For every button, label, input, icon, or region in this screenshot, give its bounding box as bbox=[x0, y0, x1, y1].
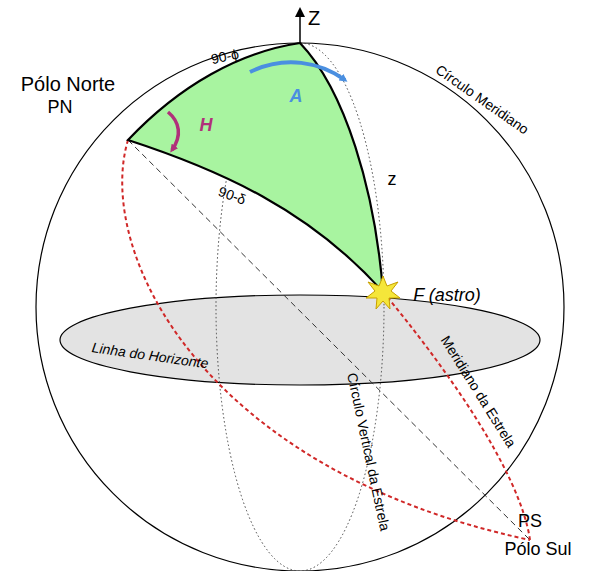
star-symbol bbox=[366, 276, 400, 309]
pole-name: Pólo Norte bbox=[21, 73, 116, 95]
star-meridian-front bbox=[383, 292, 530, 540]
pole-name: Pólo Sul bbox=[504, 540, 571, 560]
spherical-triangle bbox=[128, 43, 383, 292]
axis-label: Z bbox=[308, 7, 320, 29]
arc-label: 90-δ bbox=[216, 184, 248, 208]
arc-label: z bbox=[388, 170, 397, 190]
azimuth-arrow bbox=[250, 62, 345, 80]
angle-label: H bbox=[200, 116, 213, 136]
hour-angle-arrow bbox=[168, 112, 178, 150]
sphere-outline bbox=[36, 43, 564, 571]
star-label: F (astro) bbox=[413, 286, 481, 306]
zenith-arrow bbox=[299, 12, 301, 43]
pole-code: PS bbox=[518, 512, 542, 532]
circle-label: Círculo Meridiano bbox=[433, 62, 532, 138]
pole-code: PN bbox=[47, 98, 72, 118]
angle-label: A bbox=[290, 87, 303, 107]
